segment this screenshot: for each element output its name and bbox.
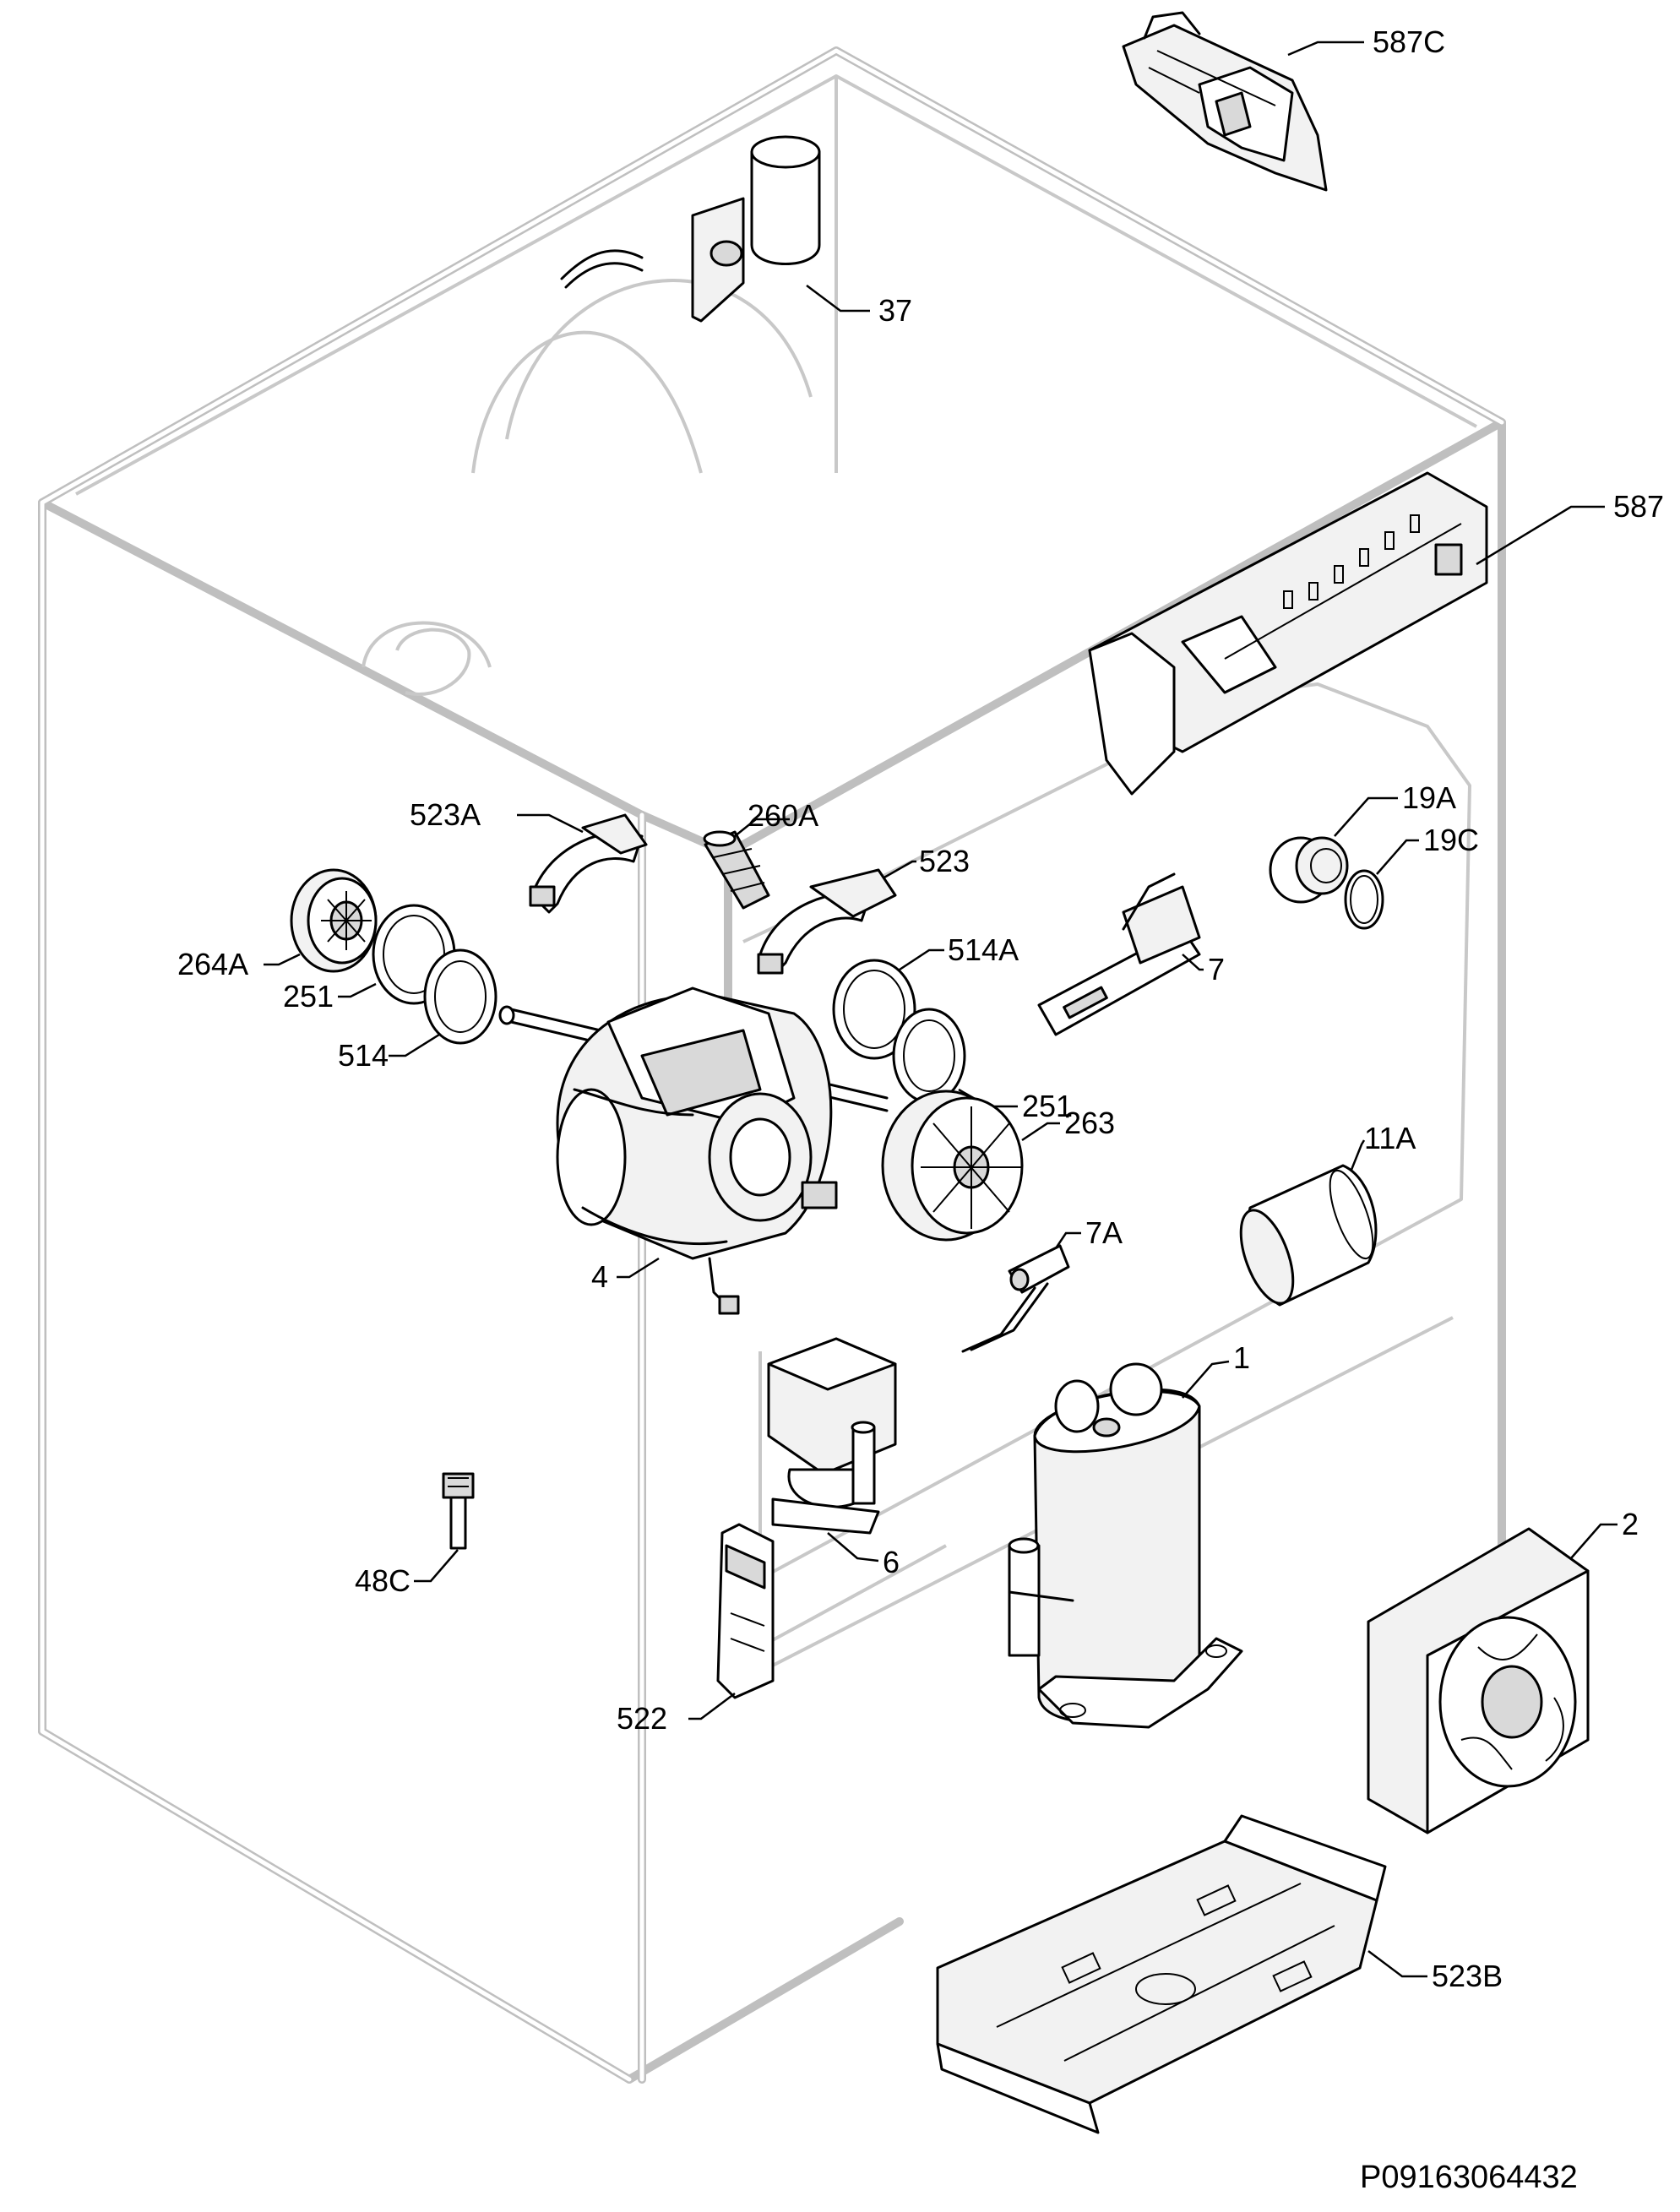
label-1: 1 xyxy=(1233,1340,1250,1375)
leader-523b xyxy=(1367,1950,1427,1978)
label-251-right: 251 xyxy=(1022,1089,1073,1123)
label-4: 4 xyxy=(591,1259,608,1294)
part-514-ring xyxy=(423,948,497,1045)
label-19c: 19C xyxy=(1423,823,1479,857)
part-523-bracket xyxy=(757,868,897,975)
label-523a: 523A xyxy=(410,797,481,832)
leader-1 xyxy=(1182,1360,1230,1399)
leader-263 xyxy=(1021,1122,1060,1142)
part-4-motor xyxy=(498,986,889,1315)
leader-264a xyxy=(264,953,301,966)
part-2-fan xyxy=(1367,1527,1590,1834)
part-523b-base-tray xyxy=(936,1814,1387,2134)
label-260a: 260A xyxy=(748,798,818,833)
label-514: 514 xyxy=(338,1038,389,1073)
leader-2 xyxy=(1570,1523,1617,1559)
leader-7 xyxy=(1182,954,1204,971)
leader-523a xyxy=(517,813,584,834)
leader-19a xyxy=(1334,796,1398,837)
leader-37 xyxy=(806,285,870,313)
label-587: 587 xyxy=(1613,489,1664,524)
leader-19c xyxy=(1376,839,1419,875)
part-587-control-board xyxy=(1088,471,1488,796)
leader-6 xyxy=(827,1532,879,1563)
label-251-left: 251 xyxy=(283,979,334,1014)
part-11a-filter xyxy=(1239,1164,1378,1307)
part-19a-knob xyxy=(1269,836,1349,904)
leader-11a xyxy=(1350,1139,1366,1171)
part-6-pump xyxy=(767,1337,897,1535)
leader-522 xyxy=(688,1693,736,1720)
part-263-pulley xyxy=(881,1090,1024,1242)
leader-523 xyxy=(882,860,916,880)
part-251-ring-right xyxy=(892,1008,966,1104)
leader-587c xyxy=(1287,41,1364,57)
leader-48c xyxy=(414,1549,459,1583)
leader-514a xyxy=(899,948,944,971)
label-522: 522 xyxy=(617,1701,667,1736)
part-264a-pulley xyxy=(290,868,378,973)
label-514a: 514A xyxy=(948,932,1019,967)
leader-4 xyxy=(617,1257,660,1279)
leader-260a xyxy=(734,818,790,837)
part-7a-sensor xyxy=(961,1244,1070,1353)
part-1-compressor xyxy=(1008,1362,1243,1729)
label-19a: 19A xyxy=(1402,780,1456,815)
leader-514 xyxy=(389,1033,440,1057)
label-2: 2 xyxy=(1622,1507,1639,1541)
part-19c-seal-ring xyxy=(1344,869,1384,930)
label-11a: 11A xyxy=(1364,1121,1416,1155)
label-6: 6 xyxy=(883,1545,900,1579)
part-48c-sensor xyxy=(442,1472,475,1550)
part-37-capacitor xyxy=(560,135,821,323)
part-523a-bracket xyxy=(529,813,648,914)
drawing-code: P09163064432 xyxy=(1360,2160,1578,2195)
part-514a-ring xyxy=(832,959,916,1060)
label-587c: 587C xyxy=(1373,24,1445,59)
leader-7a xyxy=(1054,1231,1081,1249)
label-7a: 7A xyxy=(1085,1215,1123,1250)
label-523b: 523B xyxy=(1432,1959,1503,1993)
label-48c: 48C xyxy=(355,1563,410,1598)
part-587c-electronic-module xyxy=(1122,11,1328,192)
label-523: 523 xyxy=(919,844,970,878)
part-260a-filter xyxy=(703,830,770,910)
label-263: 263 xyxy=(1064,1106,1115,1140)
label-264a: 264A xyxy=(177,947,248,981)
leader-251-left xyxy=(338,982,377,998)
part-7-door-switch xyxy=(1037,872,1201,1036)
label-7: 7 xyxy=(1208,952,1225,986)
part-522-switch xyxy=(716,1523,775,1699)
label-37: 37 xyxy=(878,293,912,328)
leader-587 xyxy=(1476,505,1605,566)
